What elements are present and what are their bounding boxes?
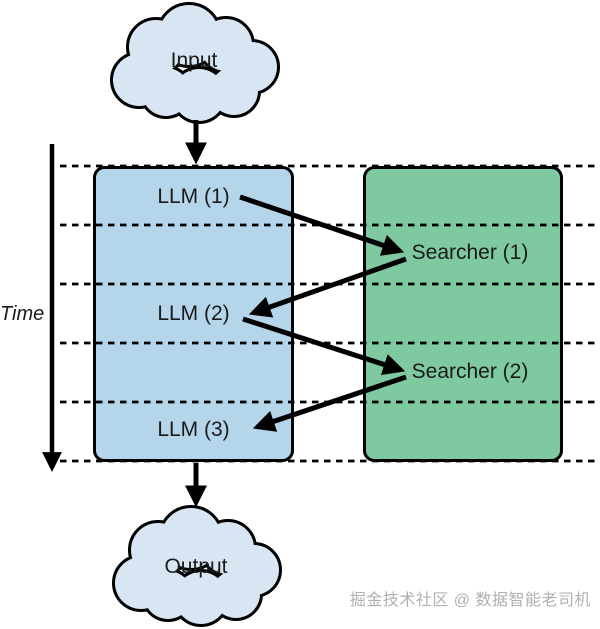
- llm-1-label: LLM (1): [157, 185, 230, 208]
- llm-2-label: LLM (2): [157, 302, 230, 325]
- edge-llm1-to-searcher1: [239, 194, 405, 256]
- searcher-2-label: Searcher (2): [411, 360, 529, 383]
- input-cloud-label: Input: [170, 49, 218, 72]
- searcher-lane-box: [363, 166, 563, 462]
- llm-3-label: LLM (3): [157, 418, 230, 441]
- edge-llm2-to-searcher2: [242, 316, 406, 376]
- output-cloud-label: Output: [164, 555, 228, 578]
- input-cloud: [110, 2, 280, 124]
- edge-searcher1-to-llm2: [248, 256, 407, 318]
- output-cloud: [112, 505, 282, 627]
- edge-searcher2-to-llm3: [252, 374, 407, 432]
- time-axis-label: Time: [0, 303, 45, 325]
- searcher-1-label: Searcher (1): [411, 241, 529, 264]
- watermark-text: 掘金技术社区 @ 数据智能老司机: [349, 592, 591, 609]
